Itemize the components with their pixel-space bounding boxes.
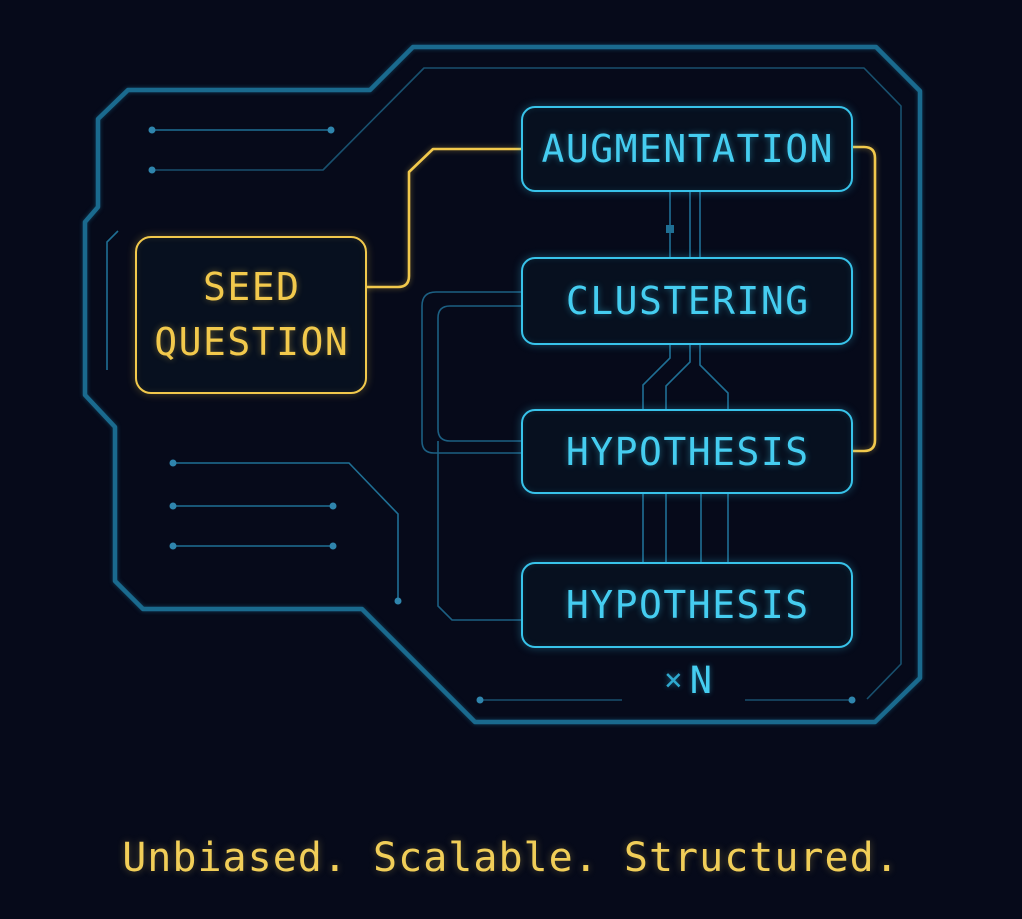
echo-outlines xyxy=(421,291,521,621)
stage-traces xyxy=(642,188,729,562)
node-hypothesis-2: HYPOTHESIS xyxy=(521,562,853,648)
clustering-label: CLUSTERING xyxy=(565,279,810,323)
times-symbol: × xyxy=(664,662,683,698)
inner-frame xyxy=(152,67,902,701)
repeat-count: N xyxy=(689,658,712,702)
node-clustering: CLUSTERING xyxy=(521,257,853,345)
node-augmentation: AUGMENTATION xyxy=(521,106,853,192)
hypothesis-2-label: HYPOTHESIS xyxy=(565,583,810,627)
hypothesis-1-label: HYPOTHESIS xyxy=(565,429,810,474)
augmentation-label: AUGMENTATION xyxy=(541,127,835,171)
trace-bead xyxy=(666,225,674,233)
node-hypothesis-1: HYPOTHESIS xyxy=(521,409,853,494)
seed-question-line-2: QUESTION xyxy=(154,320,350,364)
connector-dots xyxy=(148,126,856,704)
decorative-lines xyxy=(106,129,399,601)
repeat-count-label: × N xyxy=(633,658,743,702)
outer-frame xyxy=(82,44,923,725)
node-seed-question: SEED QUESTION xyxy=(135,236,367,394)
yellow-connectors xyxy=(363,145,877,453)
seed-question-line-1: SEED xyxy=(202,264,301,309)
tagline: Unbiased. Scalable. Structured. xyxy=(122,835,900,881)
